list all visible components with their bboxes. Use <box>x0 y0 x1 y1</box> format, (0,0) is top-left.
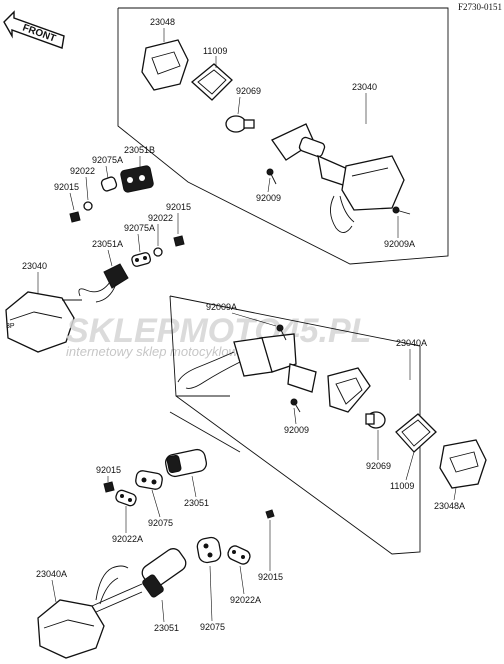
socket-bottom-23051-a <box>164 448 208 478</box>
gasket-11009 <box>191 63 233 101</box>
label-lower-92009A: 92009A <box>206 302 237 312</box>
label-upper-92009A: 92009A <box>384 239 415 249</box>
label-upper-92009: 92009 <box>256 193 281 203</box>
label-bot-23051-b: 23051 <box>154 623 179 633</box>
socket-23051B <box>120 165 154 193</box>
bulb-92069 <box>225 115 255 133</box>
label-lower-92069: 92069 <box>366 461 391 471</box>
turn-signal-23040A-left <box>37 565 143 659</box>
label-bot-23040A: 23040A <box>36 569 67 579</box>
label-left-23051B: 23051B <box>124 145 155 155</box>
grommet-bottom-92075-b <box>196 536 222 564</box>
screw-lower-92009 <box>290 398 301 413</box>
lens-cap-23048 <box>141 39 189 91</box>
turn-signal-23040-left: 3P <box>5 291 82 353</box>
label-left-23051A: 23051A <box>92 239 123 249</box>
watermark-tagline: internetowy sklep motocyklowy <box>66 344 246 359</box>
label-bot-92015-b: 92015 <box>258 572 283 582</box>
label-left-92022-b: 92022 <box>148 213 173 223</box>
label-left-23040: 23040 <box>22 261 47 271</box>
turn-signal-housing-23040A <box>177 333 371 413</box>
turn-signal-housing-23040 <box>271 123 405 233</box>
screw-lower-92009A <box>276 324 287 341</box>
label-upper-23048: 23048 <box>150 17 175 27</box>
nut-92015-a <box>69 211 81 223</box>
label-left-92075A-a: 92075A <box>92 155 123 165</box>
svg-text:3P: 3P <box>6 323 15 330</box>
label-lower-23040A: 23040A <box>396 338 427 348</box>
nut-bottom-92015-a <box>103 481 115 493</box>
grommet-92075A-a <box>100 176 118 192</box>
label-bot-92075-b: 92075 <box>200 622 225 632</box>
screw-92009A <box>392 206 411 215</box>
label-lower-92009: 92009 <box>284 425 309 435</box>
screw-92009 <box>266 168 277 185</box>
watermark-brand: SKLEPMOTO45.PL <box>66 312 371 350</box>
upper-assembly-frame <box>117 7 449 265</box>
label-left-92022-a: 92022 <box>70 166 95 176</box>
label-bot-92022A-a: 92022A <box>112 534 143 544</box>
nut-bottom-92015-b <box>265 509 275 519</box>
bulb-lower-92069 <box>365 411 386 429</box>
label-bot-92015-a: 92015 <box>96 465 121 475</box>
label-bot-92022A-b: 92022A <box>230 595 261 605</box>
washer-bottom-92022A-b <box>227 545 251 565</box>
label-left-92015-a: 92015 <box>54 182 79 192</box>
socket-23051A <box>78 263 129 303</box>
front-label: FRONT <box>21 22 57 44</box>
label-left-92075A-b: 92075A <box>124 223 155 233</box>
lower-assembly-frame <box>169 295 421 555</box>
washer-bottom-92022A-a <box>115 489 137 507</box>
label-upper-11009: 11009 <box>203 46 227 56</box>
socket-bottom-23051-b <box>141 548 187 598</box>
grommet-92075A-b <box>131 252 151 267</box>
label-lower-23048A: 23048A <box>434 501 465 511</box>
watermark: SKLEPMOTO45.PL internetowy sklep motocyk… <box>66 312 371 359</box>
front-arrow-icon: FRONT <box>3 10 65 49</box>
washer-92022-b <box>153 247 163 257</box>
gasket-lower-11009 <box>395 413 437 453</box>
diagram-code: F2730-0151 <box>458 2 502 12</box>
label-upper-92069: 92069 <box>236 86 261 96</box>
label-left-92015-b: 92015 <box>166 202 191 212</box>
nut-92015-b <box>173 235 185 247</box>
label-lower-11009: 11009 <box>390 481 414 491</box>
grommet-bottom-92075-a <box>135 470 163 490</box>
lens-cap-23048A <box>439 439 487 489</box>
label-bot-92075-a: 92075 <box>148 518 173 528</box>
washer-92022-a <box>83 201 93 211</box>
label-bot-23051-a: 23051 <box>184 498 209 508</box>
label-upper-23040: 23040 <box>352 82 377 92</box>
